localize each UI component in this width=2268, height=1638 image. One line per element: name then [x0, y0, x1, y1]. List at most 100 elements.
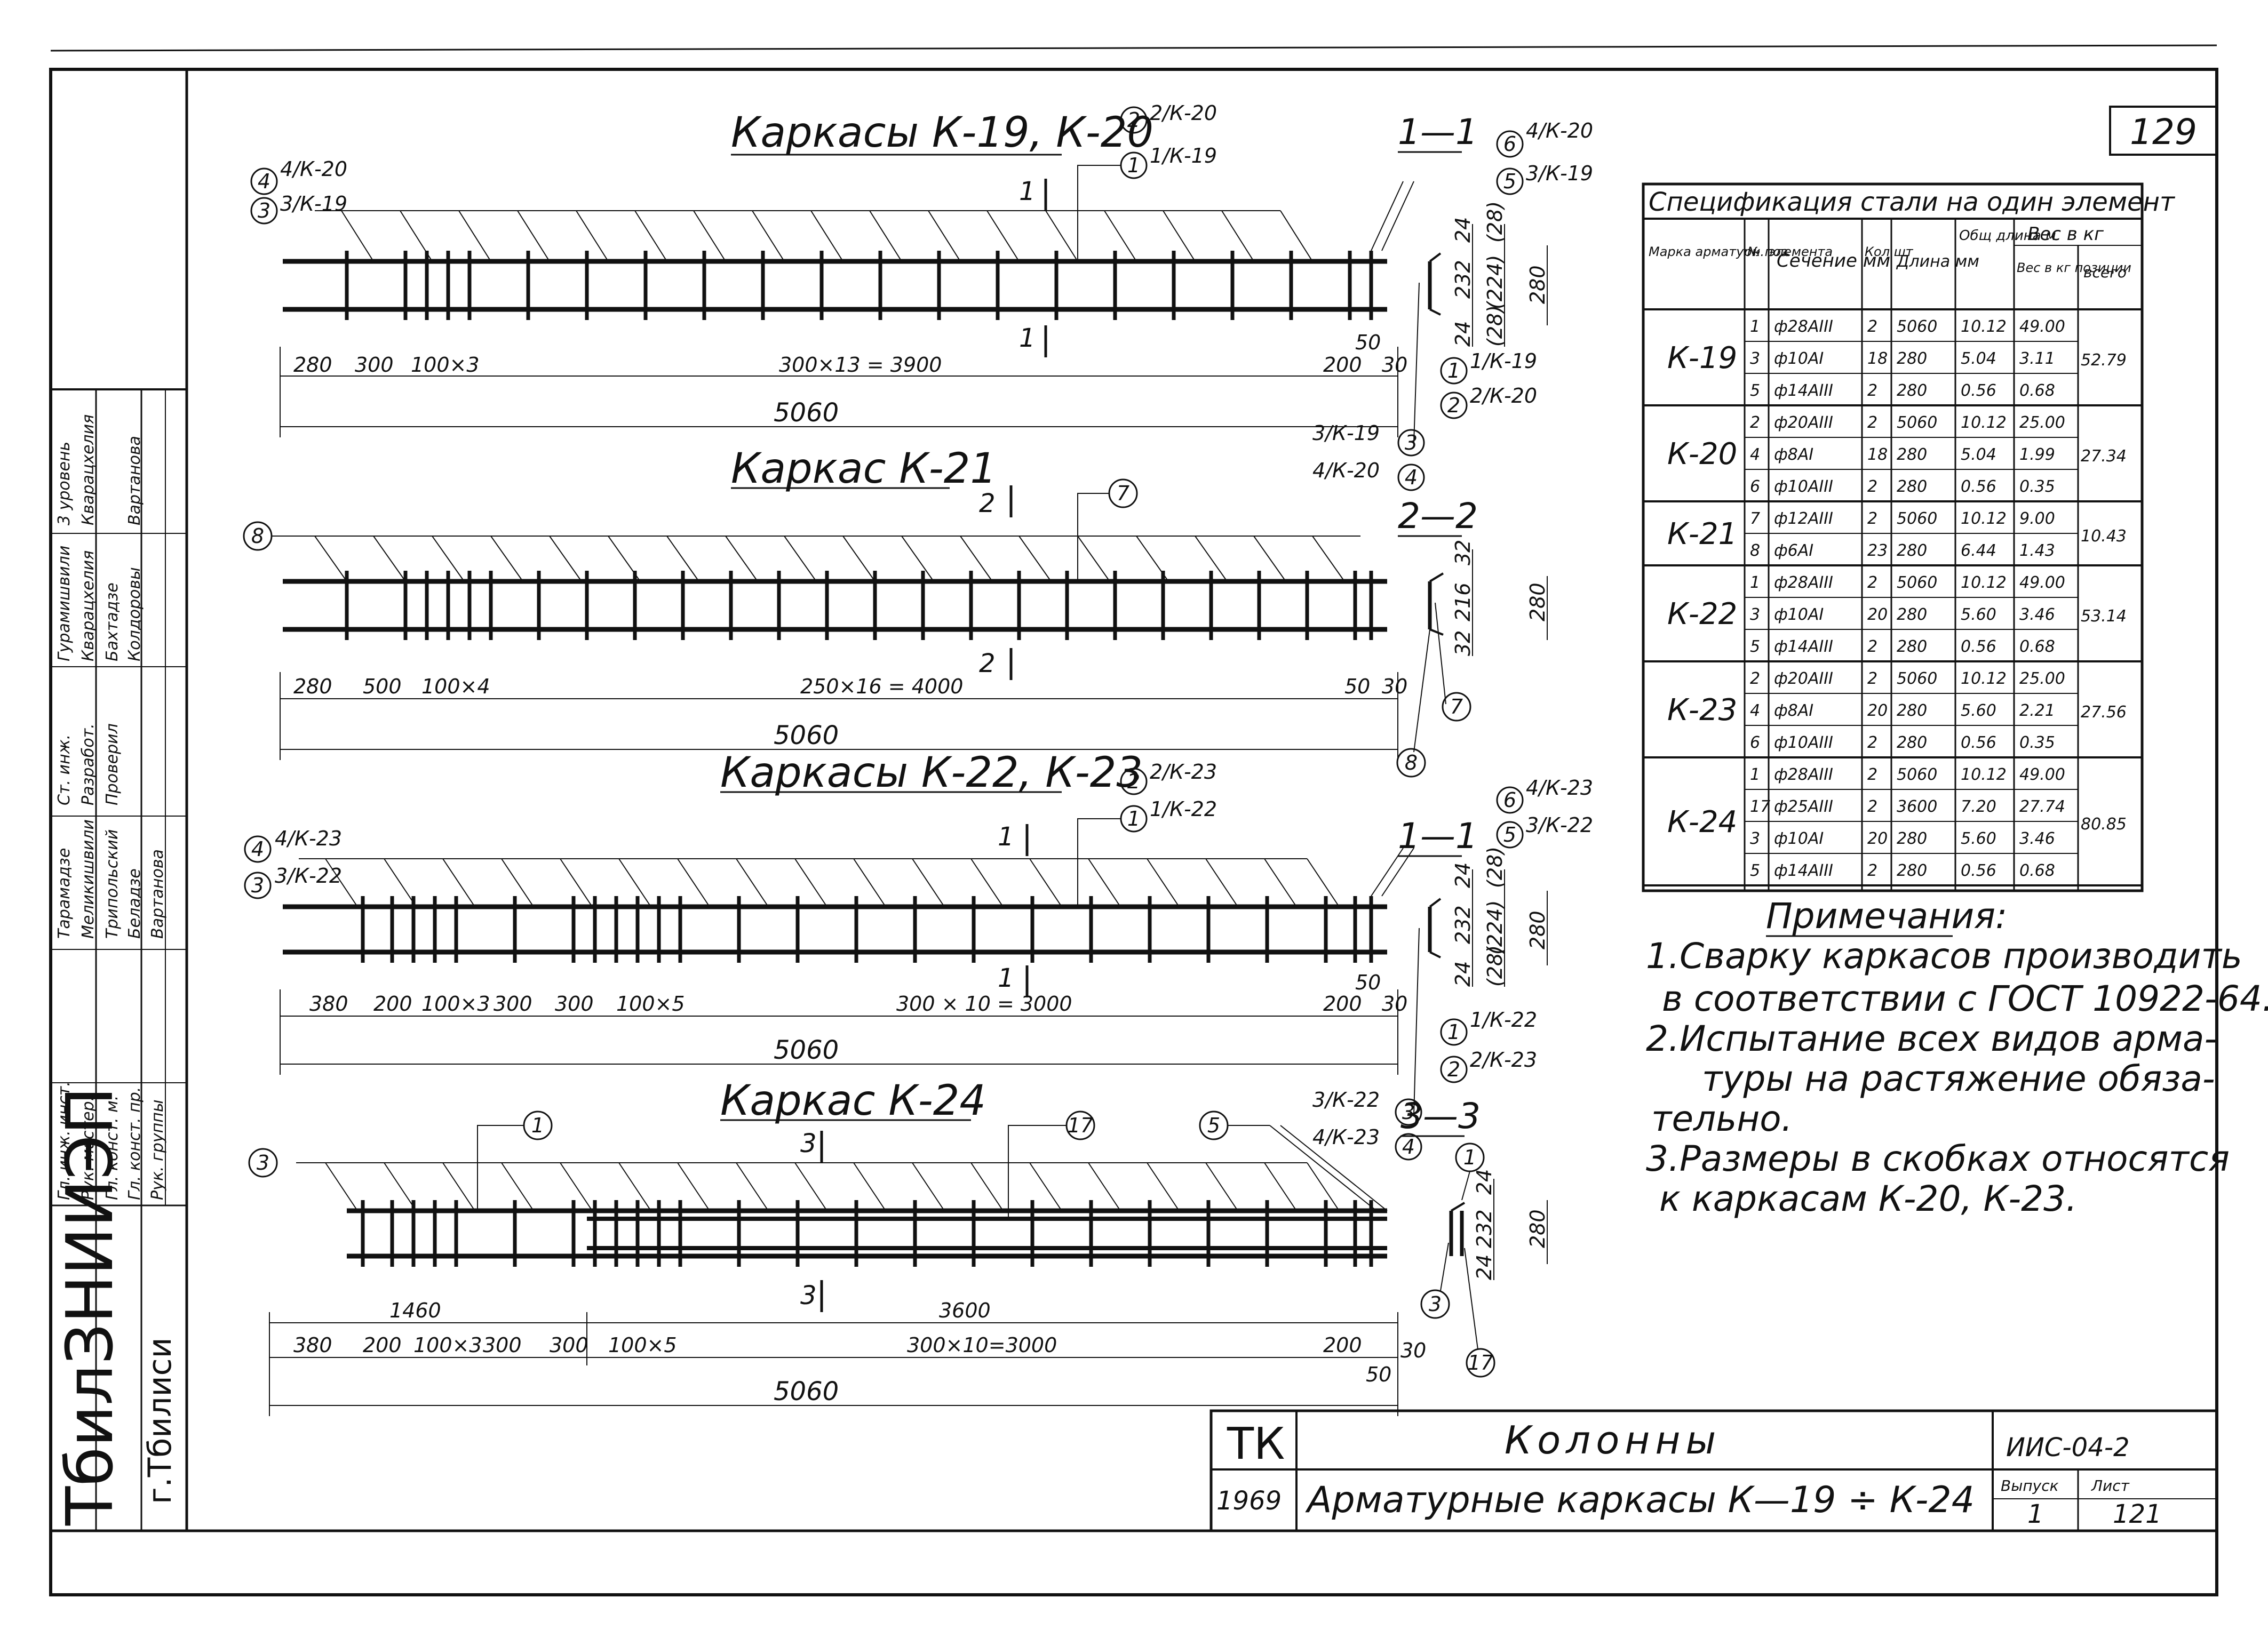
spec-cell: 280	[1897, 829, 1927, 848]
svg-text:всего: всего	[2083, 263, 2127, 281]
svg-text:50: 50	[1344, 675, 1370, 698]
svg-text:к каркасам К-20, К-23.: к каркасам К-20, К-23.	[1659, 1178, 2077, 1219]
svg-text:4/К-23: 4/К-23	[1312, 1125, 1380, 1149]
spec-cell: 5.60	[1961, 701, 1996, 720]
svg-text:280: 280	[1526, 265, 1549, 304]
stamp-role-9: 3 уровень	[55, 442, 74, 525]
spec-cell: ф8АI	[1774, 701, 1813, 720]
k19-hatch	[315, 181, 1414, 262]
spec-cell: 49.00	[2019, 317, 2065, 336]
spec-mark: К-23	[1667, 693, 1737, 728]
spec-cell: 49.00	[2019, 765, 2065, 784]
spec-cell: 4	[1750, 445, 1760, 464]
svg-text:200: 200	[373, 992, 412, 1016]
svg-text:4/К-20: 4/К-20	[1312, 459, 1380, 482]
spec-cell: 2	[1867, 861, 1877, 880]
spec-cell: 2	[1867, 381, 1877, 400]
notes: Примечания: 1.Сварку каркасов производит…	[1646, 896, 2268, 1219]
top-cut-line	[50, 44, 2217, 52]
spec-cell: 3.46	[2019, 605, 2055, 624]
svg-text:2/К-23: 2/К-23	[1150, 760, 1217, 784]
spec-cell: 1	[1750, 573, 1760, 592]
svg-text:30: 30	[1382, 353, 1407, 377]
svg-text:1460: 1460	[389, 1299, 441, 1322]
svg-text:24: 24	[1473, 1169, 1496, 1195]
svg-text:(224): (224)	[1483, 255, 1507, 309]
spec-cell: 5.60	[1961, 829, 1996, 848]
svg-text:1: 1	[2027, 1499, 2044, 1529]
institute-city: г.Тбилиси	[141, 1337, 179, 1504]
svg-text:5060: 5060	[774, 398, 839, 428]
svg-text:в соответствии с ГОСТ 10922-64: в соответствии с ГОСТ 10922-64.	[1662, 978, 2268, 1019]
spec-cell: 20	[1867, 701, 1888, 720]
spec-cell: 1.99	[2019, 445, 2055, 464]
spec-cell: 0.68	[2019, 861, 2055, 880]
svg-text:280: 280	[293, 675, 332, 698]
svg-text:300 × 10 = 3000: 300 × 10 = 3000	[896, 992, 1072, 1016]
spec-cell: 5060	[1897, 413, 1937, 432]
spec-cell: 10.12	[1961, 509, 2007, 528]
svg-text:30: 30	[1400, 1339, 1426, 1362]
spec-cell: 5	[1750, 861, 1760, 880]
svg-text:4/К-20: 4/К-20	[1526, 119, 1593, 142]
svg-text:17: 17	[1068, 1114, 1093, 1137]
svg-text:24: 24	[1451, 321, 1475, 347]
svg-text:232: 232	[1451, 905, 1475, 944]
spec-cell: ф14АIII	[1774, 861, 1833, 880]
k24-stirrups	[361, 1200, 1373, 1267]
institute-name: ТбилЗНИИЭП	[53, 1086, 128, 1526]
spec-cell: ф28АIII	[1774, 317, 1833, 336]
svg-text:300: 300	[555, 992, 594, 1016]
svg-text:30: 30	[1382, 992, 1407, 1016]
svg-text:3/К-19: 3/К-19	[1526, 162, 1593, 185]
spec-cell: 25.00	[2019, 413, 2065, 432]
spec-mark: К-21	[1667, 517, 1737, 552]
spec-cell: 23	[1867, 541, 1888, 560]
svg-text:Сечение мм: Сечение мм	[1777, 250, 1890, 271]
svg-text:4/К-23: 4/К-23	[275, 827, 342, 850]
svg-text:3.Размеры в скобках относятся: 3.Размеры в скобках относятся	[1646, 1138, 2230, 1179]
spec-cell: 8	[1750, 541, 1760, 560]
svg-text:3: 3	[800, 1281, 817, 1311]
svg-text:4: 4	[1405, 466, 1418, 489]
svg-text:280: 280	[1526, 910, 1549, 949]
svg-text:Вес в кг позиции: Вес в кг позиции	[2017, 260, 2131, 275]
spec-cell: 0.56	[1961, 477, 1996, 496]
frame-k21: Каркас К-21	[243, 445, 1407, 760]
spec-cell: ф10АI	[1774, 605, 1824, 624]
svg-text:1.Сварку каркасов производить: 1.Сварку каркасов производить	[1646, 936, 2242, 977]
spec-mark: К-19	[1667, 341, 1737, 375]
stamp-name-6: Гурамишвили	[55, 546, 74, 661]
spec-cell: 20	[1867, 605, 1888, 624]
k19-cut-top: 1	[1019, 177, 1036, 206]
spec-cell: ф10АI	[1774, 829, 1824, 848]
svg-text:200: 200	[363, 1333, 402, 1357]
spec-cell: 7.20	[1961, 797, 1996, 816]
spec-cell: 3	[1750, 605, 1760, 624]
svg-text:3: 3	[258, 199, 270, 222]
spec-cell: 1	[1750, 317, 1760, 336]
spec-cell: 2	[1867, 509, 1877, 528]
stamp-name-9: Колдоровы	[125, 567, 144, 661]
spec-cell: 280	[1897, 477, 1927, 496]
spec-cell: ф20АIII	[1774, 669, 1833, 688]
spec-cell: 7	[1750, 509, 1760, 528]
spec-cell: 1.43	[2019, 541, 2055, 560]
spec-cell: 27.74	[2019, 797, 2065, 816]
svg-text:100×3: 100×3	[421, 992, 490, 1016]
spec-cell: ф10АIII	[1774, 733, 1833, 752]
stamp-name-5: Вартанова	[148, 849, 167, 939]
spec-cell: 6	[1750, 477, 1760, 496]
spec-cell: 10.12	[1961, 413, 2007, 432]
svg-text:(28): (28)	[1483, 201, 1507, 243]
svg-text:2.Испытание всех видов арма-: 2.Испытание всех видов арма-	[1646, 1018, 2217, 1059]
spec-cell: ф28АIII	[1774, 765, 1833, 784]
svg-text:Выпуск: Выпуск	[2001, 1477, 2059, 1495]
k19-label-a: 4/К-20	[280, 157, 347, 181]
svg-text:24: 24	[1451, 961, 1475, 987]
spec-cell: 6.44	[1961, 541, 1996, 560]
svg-text:280: 280	[1526, 582, 1549, 621]
stamp-role-1: Гл. инж. инст.	[55, 1081, 74, 1200]
spec-cell: 0.56	[1961, 861, 1996, 880]
